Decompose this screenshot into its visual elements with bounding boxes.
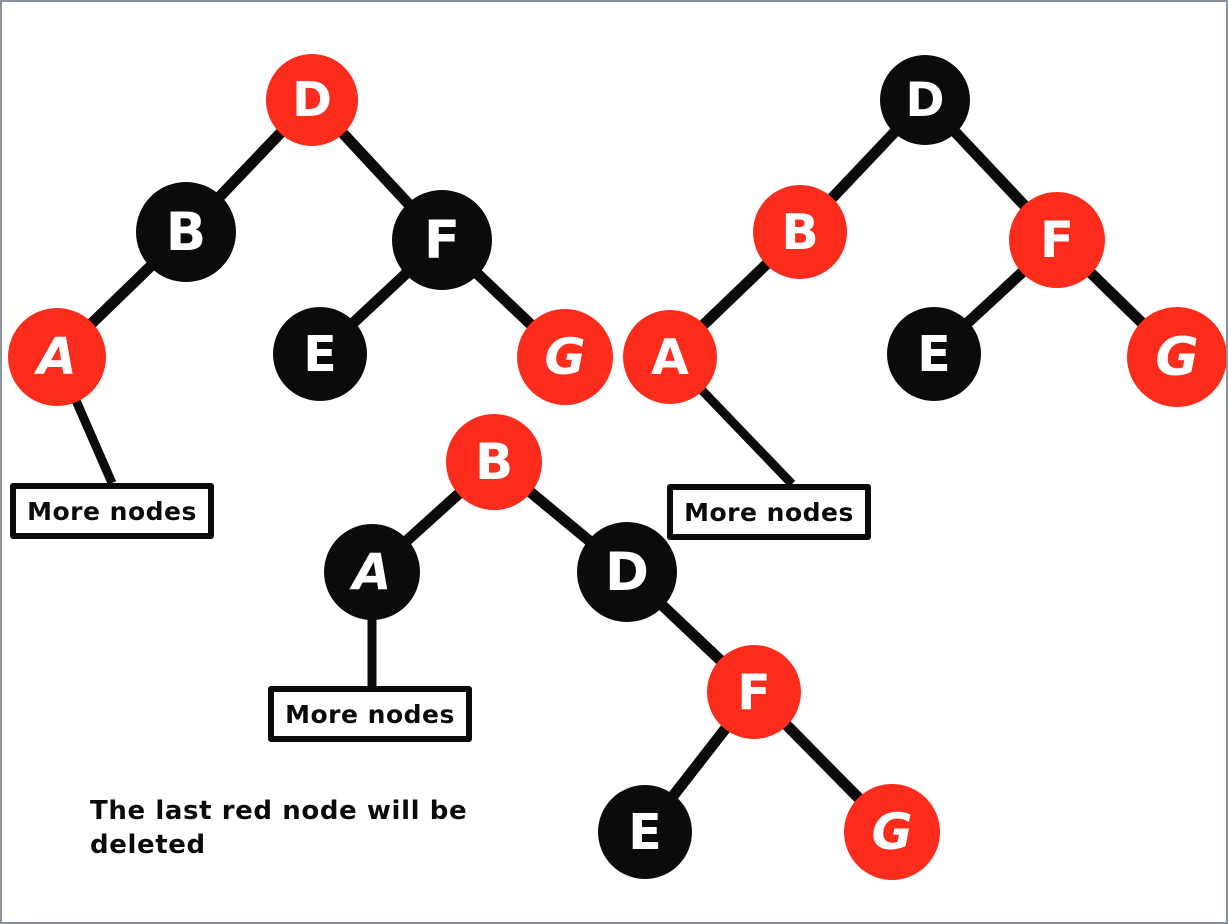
tree-node-label: B	[781, 203, 819, 261]
tree-node-f: F	[1009, 192, 1105, 288]
more-nodes-box: More nodes	[10, 483, 214, 539]
tree-node-label: A	[651, 328, 689, 386]
tree-edge	[471, 267, 537, 331]
tree-edge	[961, 265, 1029, 329]
tree-edge	[524, 485, 596, 547]
more-nodes-label: More nodes	[684, 497, 854, 527]
tree-node-a: A	[324, 524, 420, 620]
tree-node-e: E	[273, 307, 367, 401]
tree-edge	[697, 257, 773, 332]
tree-node-label: E	[917, 325, 951, 383]
tree-node-label: B	[474, 433, 514, 491]
more-nodes-box: More nodes	[268, 686, 472, 742]
more-nodes-label: More nodes	[285, 699, 455, 729]
tree-node-d: D	[577, 522, 677, 622]
more-nodes-connector	[696, 384, 796, 488]
more-nodes-label: More nodes	[27, 496, 197, 526]
tree-node-a: A	[623, 310, 717, 404]
tree-edge	[667, 722, 732, 802]
tree-node-g: G	[517, 309, 613, 405]
tree-node-d: D	[880, 55, 970, 145]
tree-node-g: G	[1127, 307, 1226, 407]
tree-node-b: B	[753, 185, 847, 279]
tree-node-b: B	[136, 182, 236, 282]
tree-node-label: F	[737, 663, 771, 721]
tree-node-label: E	[628, 803, 662, 861]
tree-node-label: D	[605, 541, 649, 603]
tree-node-label: D	[905, 72, 945, 128]
tree-node-label: A	[37, 327, 77, 387]
tree-node-f: F	[392, 190, 492, 290]
tree-node-label: G	[1155, 326, 1199, 388]
tree-edge	[949, 126, 1031, 212]
tree-node-label: E	[303, 325, 337, 383]
tree-edge	[825, 125, 901, 205]
tree-node-a: A	[8, 308, 106, 406]
tree-node-b: B	[446, 414, 542, 510]
tree-edge	[347, 267, 413, 329]
tree-node-label: G	[544, 328, 586, 386]
tree-edge	[213, 126, 287, 203]
tree-node-label: B	[165, 201, 207, 263]
tree-node-label: F	[1039, 211, 1075, 269]
more-nodes-connector	[70, 396, 117, 485]
tree-node-f: F	[707, 645, 801, 739]
tree-node-label: A	[352, 543, 392, 601]
tree-node-g: G	[844, 784, 940, 880]
tree-node-e: E	[598, 785, 692, 879]
tree-node-label: F	[423, 209, 461, 271]
more-nodes-box: More nodes	[667, 484, 871, 540]
tree-node-d: D	[266, 54, 358, 146]
tree-edge	[336, 127, 415, 211]
tree-node-label: G	[871, 803, 913, 861]
tree-node-e: E	[887, 307, 981, 401]
tree-edge	[656, 599, 727, 667]
caption-text: The last red node will be deleted	[90, 796, 468, 860]
tree-edge	[780, 718, 866, 805]
tree-edge	[400, 487, 466, 547]
tree-edge	[1084, 266, 1148, 329]
tree-edge	[85, 260, 157, 330]
tree-node-label: D	[292, 72, 332, 128]
